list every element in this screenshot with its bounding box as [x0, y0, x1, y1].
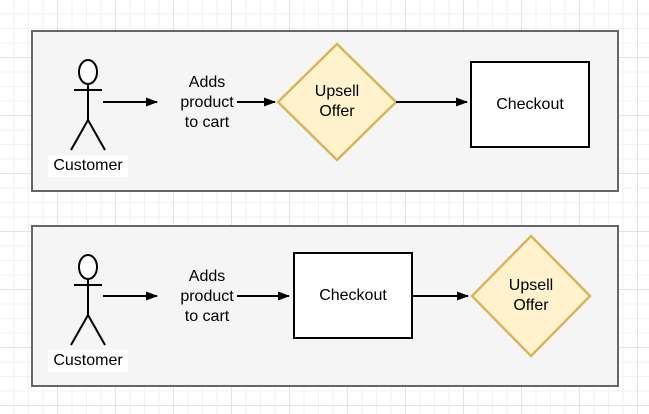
- actor-label-2[interactable]: Customer: [48, 350, 128, 372]
- actor-leg-left-1: [70, 119, 89, 151]
- actor-leg-right-1: [87, 119, 106, 151]
- actor-leg-right-2: [87, 314, 106, 346]
- edge-label-1[interactable]: Adds product to cart: [180, 74, 234, 131]
- process-box-1[interactable]: Checkout: [470, 61, 590, 148]
- edge-label-2[interactable]: Adds product to cart: [180, 268, 234, 325]
- actor-figure-2[interactable]: [70, 254, 106, 346]
- actor-leg-left-2: [70, 314, 89, 346]
- actor-figure-1[interactable]: [70, 59, 106, 151]
- actor-label-1[interactable]: Customer: [48, 155, 128, 177]
- actor-head-2: [78, 254, 98, 280]
- decision-diamond-1[interactable]: [276, 42, 398, 162]
- process-label-2: Checkout: [319, 286, 387, 304]
- decision-diamond-2[interactable]: [470, 234, 592, 358]
- actor-head-1: [78, 59, 98, 85]
- process-box-2[interactable]: Checkout: [293, 252, 413, 339]
- decision-label-1[interactable]: Upsell Offer: [314, 83, 360, 120]
- process-label-1: Checkout: [496, 95, 564, 113]
- decision-label-2[interactable]: Upsell Offer: [508, 277, 554, 314]
